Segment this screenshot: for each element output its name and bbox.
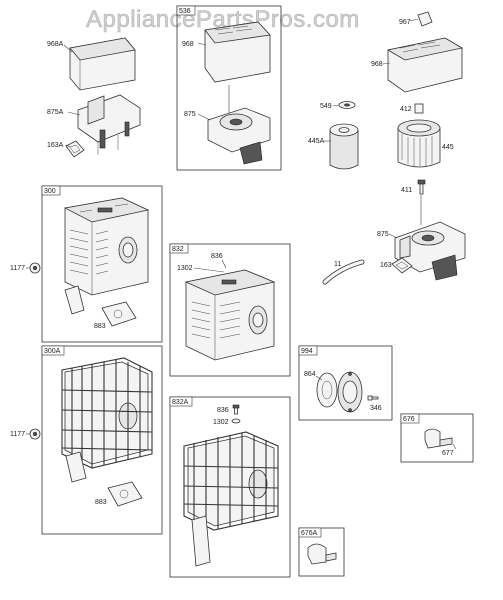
group-label-832: 832 [172, 246, 184, 253]
group-box-676A [298, 527, 345, 577]
nut-412 [414, 103, 424, 114]
group-box-300 [41, 185, 163, 343]
label-836-b: 836 [217, 407, 229, 414]
muffler-300 [63, 197, 150, 315]
label-883-a: 883 [94, 323, 106, 330]
group-label-832A: 832A [172, 399, 189, 406]
group-box-536 [176, 5, 282, 171]
gasket-883-b [107, 481, 143, 507]
air-cleaner-cover-968-left [204, 21, 271, 83]
label-1177-b: 1177 [10, 431, 25, 438]
washer-1302-b [231, 418, 241, 424]
label-836-a: 836 [211, 253, 223, 260]
washer-549 [338, 101, 356, 109]
label-412: 412 [400, 106, 412, 113]
air-cleaner-base-875A [77, 94, 141, 155]
group-box-832 [169, 243, 291, 377]
label-163A: 163A [47, 142, 64, 149]
spark-arrester-994 [337, 371, 363, 413]
pre-cleaner-445A [329, 123, 359, 170]
label-875A: 875A [47, 109, 64, 116]
group-box-832A [169, 396, 291, 578]
muffler-832 [184, 269, 276, 361]
screw-836-b [232, 404, 240, 415]
air-filter-445 [397, 119, 441, 168]
label-883-b: 883 [95, 499, 107, 506]
label-346: 346 [370, 405, 382, 412]
label-875-right: 875 [377, 231, 389, 238]
group-box-300A [41, 345, 163, 535]
gasket-883-a [101, 301, 137, 327]
hose-11 [322, 259, 365, 285]
air-cleaner-cover-968A [69, 37, 136, 91]
label-1302-a: 1302 [177, 265, 193, 272]
air-cleaner-cover-968-right [386, 37, 464, 93]
label-875-left: 875 [184, 111, 196, 118]
label-163: 163 [380, 262, 392, 269]
guarded-muffler-300A [61, 357, 153, 483]
label-549: 549 [320, 103, 332, 110]
group-label-300: 300 [44, 188, 56, 195]
label-968A: 968A [47, 41, 64, 48]
knob-967 [417, 11, 433, 27]
nut-1177-b [29, 428, 41, 440]
clamp-676A [307, 543, 337, 565]
gasket-163A [65, 140, 85, 158]
label-11: 11 [334, 261, 341, 268]
group-label-536: 536 [179, 8, 191, 15]
label-445: 445 [442, 144, 454, 151]
label-445A: 445A [308, 138, 325, 145]
air-cleaner-base-875-right [394, 195, 466, 281]
nut-1177-a [29, 262, 41, 274]
gasket-163 [391, 257, 413, 274]
air-cleaner-base-875-left [207, 85, 271, 165]
gasket-864 [316, 372, 338, 408]
label-411: 411 [401, 187, 412, 194]
label-677: 677 [442, 450, 454, 457]
label-1177-a: 1177 [10, 265, 25, 272]
group-box-994 [298, 345, 393, 421]
screw-346 [367, 395, 379, 401]
bolt-411 [417, 179, 426, 195]
group-label-994: 994 [301, 348, 313, 355]
group-label-300A: 300A [44, 348, 61, 355]
watermark-text: AppliancePartsPros.com [86, 6, 360, 33]
label-1302-b: 1302 [213, 419, 229, 426]
group-box-676 [400, 413, 474, 463]
label-967: 967 [399, 19, 411, 26]
guarded-muffler-832A [183, 431, 279, 567]
label-968-left: 968 [182, 41, 194, 48]
label-968-right: 968 [371, 61, 383, 68]
group-label-676A: 676A [301, 530, 318, 537]
label-864: 864 [304, 371, 316, 378]
group-label-676: 676 [403, 416, 415, 423]
clamp-676 [424, 428, 453, 449]
